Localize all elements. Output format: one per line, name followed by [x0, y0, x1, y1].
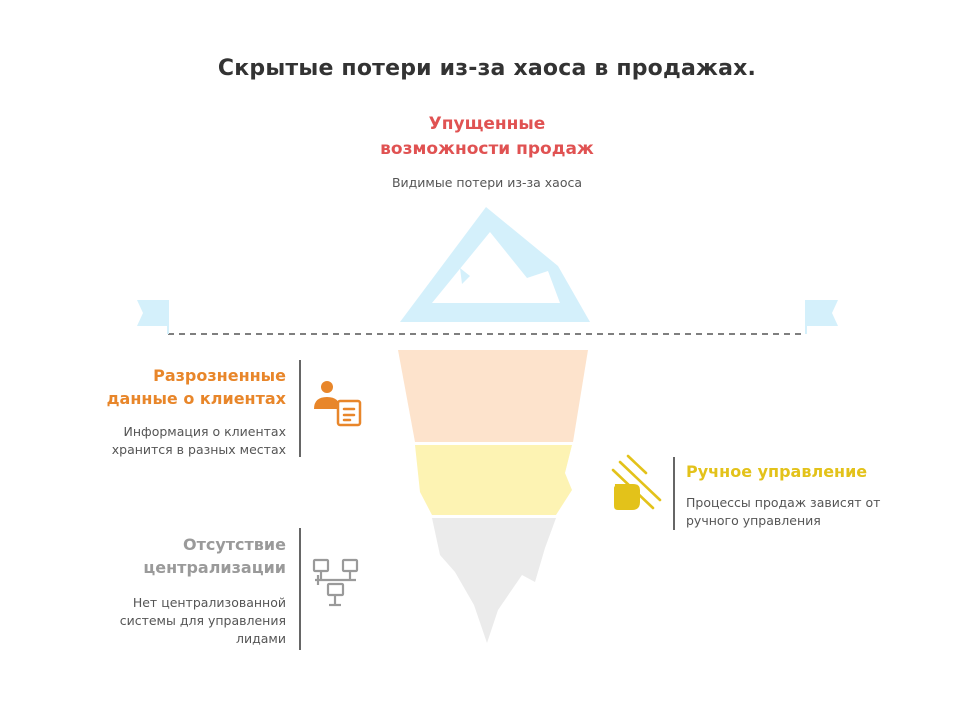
missed-opportunities-heading-line1: Упущенные — [428, 114, 546, 134]
no-centralization-title: Отсутствие централизации — [40, 533, 286, 579]
no-centralization-divider — [299, 528, 301, 650]
no-centralization-desc-line3: лидами — [236, 631, 286, 646]
missed-opportunities-description: Видимые потери из-за хаоса — [391, 175, 583, 190]
missed-opportunities-heading: Упущенные возможности продаж — [287, 112, 687, 162]
manual-management-description: Процессы продаж зависят от ручного управ… — [686, 494, 946, 530]
scattered-data-title-line1: Разрозненные — [153, 366, 286, 385]
iceberg-tip-notch — [460, 268, 470, 284]
right-waterline-flag — [806, 300, 838, 326]
iceberg-tip — [400, 207, 590, 322]
user-document-icon — [314, 381, 362, 427]
iceberg-layer-scattered-data — [398, 350, 588, 442]
scattered-data-desc-line2: хранится в разных местах — [111, 442, 286, 457]
no-centralization-desc-line2: системы для управления — [119, 613, 286, 628]
no-centralization-title-line1: Отсутствие — [182, 535, 286, 554]
iceberg-layer-manual-management — [415, 445, 572, 515]
scattered-data-title-line2: данные о клиентах — [106, 389, 286, 408]
manual-management-title: Ручное управление — [686, 462, 868, 481]
scattered-data-divider — [299, 360, 301, 457]
scattered-data-desc-line1: Информация о клиентах — [123, 424, 287, 439]
manual-management-divider — [673, 457, 675, 530]
manual-management-desc-line1: Процессы продаж зависят от — [686, 495, 881, 510]
hand-pointing-icon — [611, 454, 662, 510]
network-nodes-icon — [312, 558, 359, 607]
manual-management-desc-line2: ручного управления — [686, 513, 821, 528]
iceberg-layer-no-centralization — [432, 518, 556, 643]
missed-opportunities-heading-line2: возможности продаж — [380, 139, 594, 159]
page-title: Скрытые потери из-за хаоса в продажах. — [217, 56, 757, 81]
scattered-data-description: Информация о клиентах хранится в разных … — [40, 423, 286, 459]
scattered-data-title: Разрозненные данные о клиентах — [40, 364, 286, 410]
no-centralization-title-line2: централизации — [143, 558, 286, 577]
no-centralization-description: Нет централизованной системы для управле… — [40, 594, 286, 648]
no-centralization-desc-line1: Нет централизованной — [132, 595, 286, 610]
left-waterline-flag — [137, 300, 168, 326]
